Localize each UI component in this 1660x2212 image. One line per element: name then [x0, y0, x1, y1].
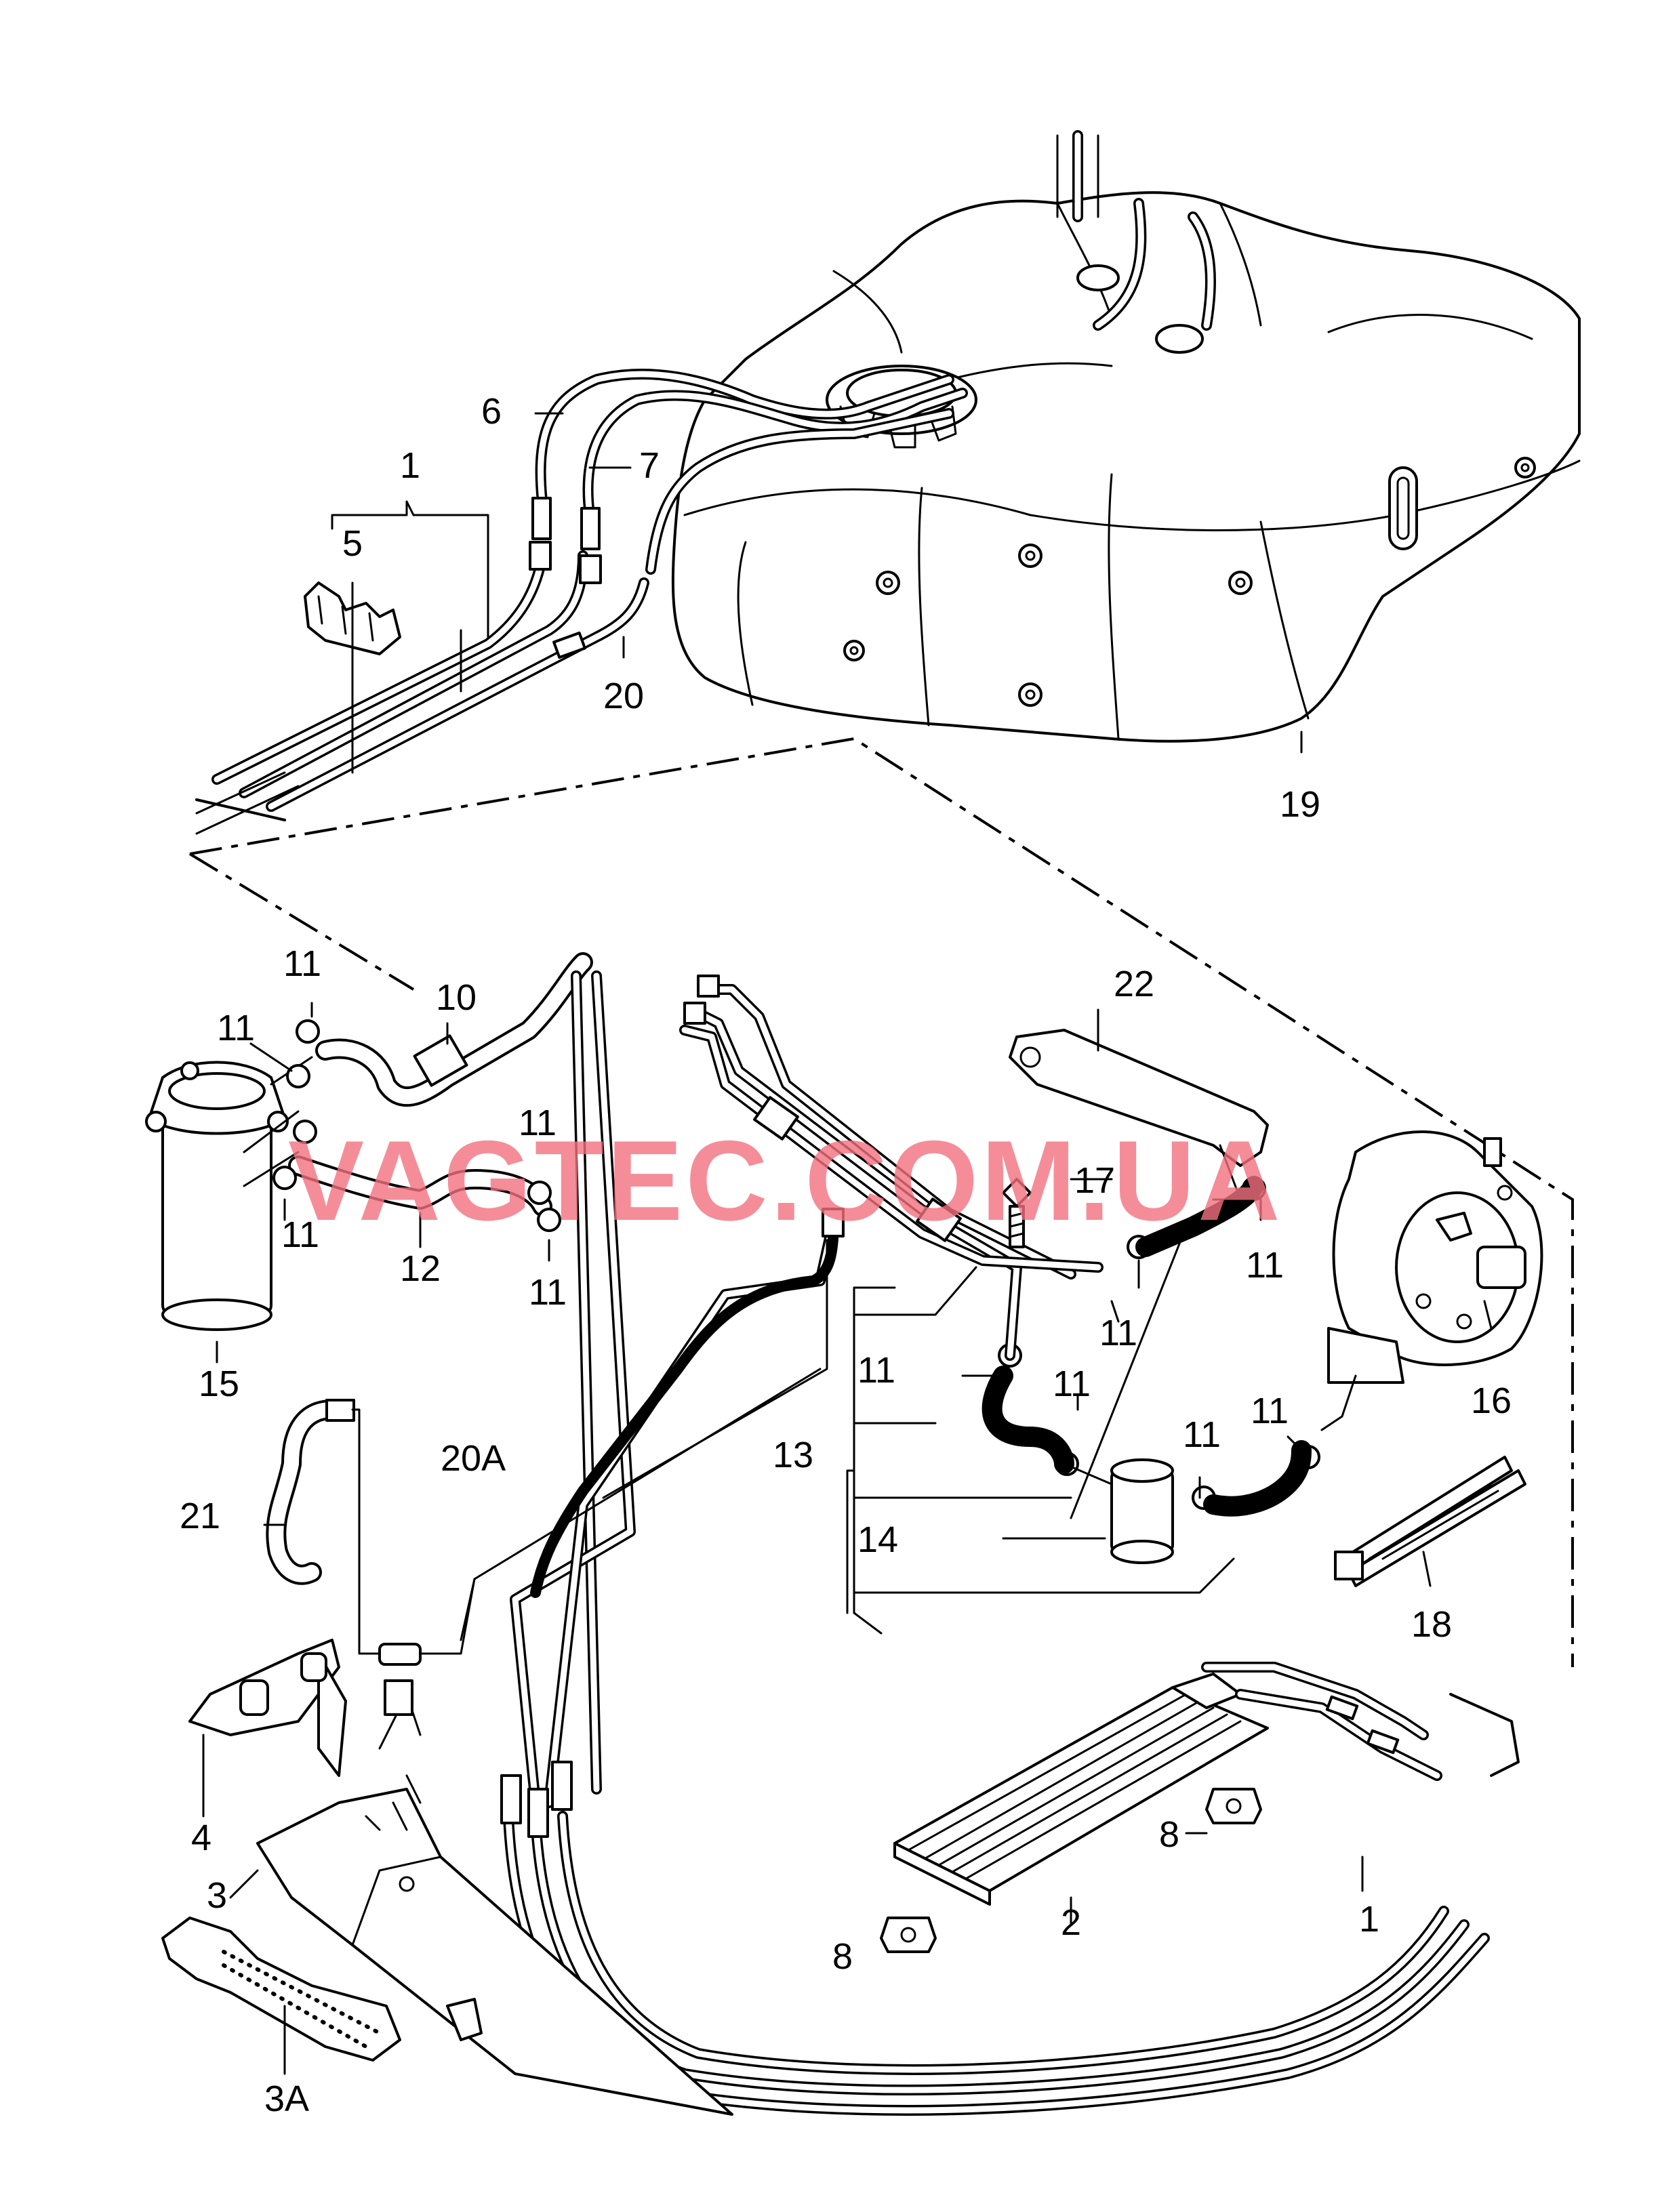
callout-11-b: 11 — [217, 1008, 255, 1048]
callout-19: 19 — [1280, 784, 1320, 825]
fuel-line-assembly — [679, 975, 1312, 1519]
callout-20: 20 — [603, 676, 644, 716]
callout-18: 18 — [1411, 1604, 1452, 1645]
leader-lines — [202, 412, 1493, 2075]
callout-labels: 1 1 2 3 3A 4 5 6 7 8 8 10 11 11 11 11 11… — [180, 391, 1512, 2119]
callout-8-right: 8 — [1159, 1814, 1179, 1855]
bracket-4 — [188, 1639, 347, 1777]
tank-area-outline — [189, 737, 1574, 1667]
callout-11-c: 11 — [281, 1214, 319, 1255]
callout-8-left: 8 — [832, 1936, 853, 1977]
fuel-pipe-20a — [378, 1208, 845, 1666]
cable-tie — [1334, 1456, 1526, 1587]
bolt — [1002, 1178, 1032, 1248]
callout-5: 5 — [342, 523, 363, 564]
nuts — [880, 1788, 1262, 1953]
callout-17: 17 — [1074, 1160, 1115, 1201]
inline-filter — [1110, 1458, 1174, 1564]
callout-13: 13 — [773, 1435, 813, 1475]
callout-11-j: 11 — [1251, 1391, 1289, 1431]
guard-part-3a — [161, 1917, 401, 2062]
callout-21: 21 — [180, 1496, 220, 1536]
callout-14: 14 — [857, 1519, 898, 1560]
callout-11-h: 11 — [1099, 1313, 1137, 1353]
callout-10: 10 — [436, 977, 477, 1018]
callout-15: 15 — [199, 1364, 239, 1404]
callout-2: 2 — [1061, 1902, 1081, 1943]
underbody-guard — [256, 1679, 733, 2116]
callout-12: 12 — [400, 1248, 441, 1289]
callout-11-d: 11 — [519, 1103, 556, 1143]
callout-16: 16 — [1471, 1380, 1512, 1421]
callout-11-e: 11 — [529, 1272, 567, 1313]
callout-7: 7 — [639, 445, 660, 486]
bracket-22 — [1009, 1029, 1269, 1201]
fuel-pump — [1320, 1130, 1543, 1431]
tank-fuel-lines — [195, 369, 968, 835]
callout-20a: 20A — [441, 1438, 506, 1479]
callout-11-k: 11 — [1246, 1245, 1284, 1286]
callout-4: 4 — [191, 1818, 211, 1858]
fuel-filter — [145, 1061, 289, 1331]
fuel-cooler — [893, 1662, 1442, 1906]
hose-21 — [266, 1399, 381, 1655]
callout-11-a: 11 — [283, 943, 321, 984]
callout-11-g: 11 — [1053, 1364, 1091, 1404]
callout-1-top: 1 — [400, 445, 420, 486]
watermark: VAGTEC.COM.UA — [288, 1117, 1283, 1244]
callout-3a: 3A — [264, 2078, 309, 2119]
callout-3: 3 — [207, 1875, 227, 1916]
callout-22: 22 — [1114, 964, 1154, 1004]
callout-6: 6 — [481, 391, 502, 432]
callout-11-f: 11 — [857, 1350, 895, 1391]
underbody-outline — [188, 853, 415, 991]
callout-1-bottom: 1 — [1359, 1899, 1379, 1940]
callout-11-i: 11 — [1183, 1414, 1221, 1455]
